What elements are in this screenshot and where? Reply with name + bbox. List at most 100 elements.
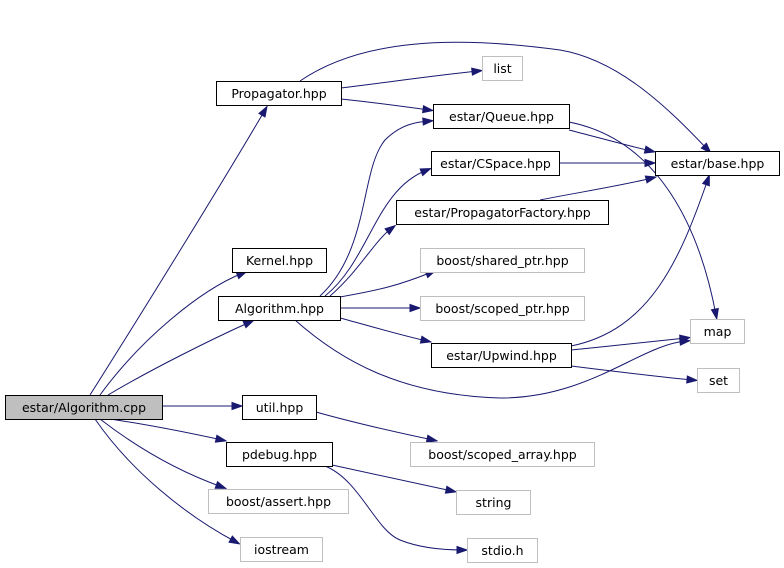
node-box bbox=[410, 442, 595, 467]
node-box bbox=[697, 368, 740, 393]
node-box bbox=[396, 200, 609, 225]
edge-algorithm_cpp-to-pdebug_hpp bbox=[109, 418, 228, 443]
edge-util_hpp-to-scoped_array bbox=[315, 411, 439, 443]
edge-line bbox=[324, 465, 464, 551]
node-label: Propagator.hpp bbox=[231, 86, 326, 101]
node-algorithm-hpp[interactable]: Algorithm.hpp bbox=[218, 296, 341, 321]
edge-line bbox=[329, 227, 393, 297]
edge-line bbox=[340, 70, 479, 89]
node-box bbox=[208, 489, 349, 514]
edge-arrowhead bbox=[679, 334, 692, 343]
edge-arrowhead bbox=[214, 480, 228, 489]
edge-algorithm_cpp-to-iostream bbox=[94, 418, 241, 545]
edge-propfactory_hpp-to-base_hpp bbox=[539, 175, 658, 201]
node-iostream[interactable]: iostream bbox=[240, 537, 323, 562]
edge-algorithm_hpp-to-cspace_hpp bbox=[324, 167, 433, 297]
edge-arrowhead bbox=[214, 434, 228, 443]
edge-algorithm_hpp-to-propfactory_hpp bbox=[329, 224, 397, 297]
node-propfactory-hpp[interactable]: estar/PropagatorFactory.hpp bbox=[396, 200, 609, 225]
node-upwind-hpp[interactable]: estar/Upwind.hpp bbox=[431, 343, 572, 368]
edge-line bbox=[99, 272, 244, 396]
node-string[interactable]: string bbox=[456, 490, 531, 515]
node-pdebug-hpp[interactable]: pdebug.hpp bbox=[226, 442, 333, 467]
edge-arrowhead bbox=[242, 319, 256, 329]
node-cspace-hpp[interactable]: estar/CSpace.hpp bbox=[431, 151, 560, 176]
edge-algorithm_cpp-to-assert_hpp bbox=[99, 418, 228, 489]
node-util-hpp[interactable]: util.hpp bbox=[242, 395, 317, 420]
edge-propagator_hpp-to-base_hpp bbox=[299, 41, 712, 154]
node-label: stdio.h bbox=[481, 543, 523, 558]
node-label: estar/base.hpp bbox=[671, 156, 765, 171]
edge-arrowhead bbox=[456, 545, 469, 555]
node-assert-hpp[interactable]: boost/assert.hpp bbox=[208, 489, 349, 514]
edge-line bbox=[570, 178, 709, 347]
node-label: pdebug.hpp bbox=[242, 447, 317, 462]
edge-arrowhead bbox=[384, 224, 397, 236]
node-box bbox=[420, 248, 585, 273]
edge-line bbox=[570, 365, 694, 381]
edge-arrowhead bbox=[644, 158, 657, 168]
edges-layer bbox=[89, 41, 719, 555]
node-label: estar/CSpace.hpp bbox=[440, 156, 551, 171]
edge-arrowhead bbox=[419, 335, 433, 344]
edge-arrowhead bbox=[444, 485, 458, 494]
edge-line bbox=[99, 418, 223, 488]
edge-arrowhead bbox=[422, 117, 435, 126]
node-box bbox=[456, 490, 531, 515]
node-label: iostream bbox=[254, 542, 309, 557]
edge-arrowhead bbox=[710, 307, 719, 321]
nodes-layer: estar/Algorithm.cpp Propagator.hpp list est… bbox=[5, 56, 780, 563]
node-box bbox=[216, 81, 342, 106]
node-label: boost/scoped_array.hpp bbox=[428, 447, 577, 462]
edge-cspace_hpp-to-base_hpp bbox=[559, 158, 657, 168]
node-queue-hpp[interactable]: estar/Queue.hpp bbox=[433, 104, 570, 129]
edge-line bbox=[107, 321, 251, 396]
edge-line bbox=[340, 98, 430, 111]
node-label: estar/PropagatorFactory.hpp bbox=[414, 205, 591, 220]
node-base-hpp[interactable]: estar/base.hpp bbox=[655, 151, 780, 176]
edge-propagator_hpp-to-list bbox=[340, 67, 484, 89]
edge-line bbox=[331, 464, 453, 492]
edge-arrowhead bbox=[686, 375, 699, 384]
edge-line bbox=[339, 317, 428, 342]
node-label: estar/Queue.hpp bbox=[449, 109, 554, 124]
node-box bbox=[655, 151, 780, 176]
edge-arrowhead bbox=[231, 401, 244, 411]
node-scoped-array[interactable]: boost/scoped_array.hpp bbox=[410, 442, 595, 467]
node-kernel-hpp[interactable]: Kernel.hpp bbox=[232, 248, 327, 273]
node-set[interactable]: set bbox=[697, 368, 740, 393]
node-propagator-hpp[interactable]: Propagator.hpp bbox=[216, 81, 342, 106]
node-scoped-ptr[interactable]: boost/scoped_ptr.hpp bbox=[420, 296, 585, 321]
edge-algorithm_hpp-to-upwind_hpp bbox=[339, 317, 433, 344]
node-box bbox=[226, 442, 333, 467]
edge-upwind_hpp-to-map bbox=[570, 334, 692, 351]
node-stdio-h[interactable]: stdio.h bbox=[467, 538, 538, 563]
edge-line bbox=[94, 418, 237, 543]
edge-arrowhead bbox=[258, 105, 268, 118]
edge-algorithm_hpp-to-shared_ptr bbox=[339, 269, 438, 298]
edge-pdebug_hpp-to-stdio_h bbox=[324, 465, 469, 555]
node-list[interactable]: list bbox=[482, 56, 523, 81]
node-box bbox=[218, 296, 341, 321]
edge-line bbox=[570, 337, 687, 351]
edge-line bbox=[315, 411, 434, 441]
node-map[interactable]: map bbox=[690, 319, 745, 344]
edge-algorithm_cpp-to-util_hpp bbox=[162, 401, 244, 411]
node-label: set bbox=[709, 373, 728, 388]
edge-arrowhead bbox=[471, 67, 484, 76]
edge-arrowhead bbox=[421, 104, 435, 114]
node-algorithm-cpp[interactable]: estar/Algorithm.cpp bbox=[5, 395, 163, 420]
node-box bbox=[467, 538, 538, 563]
edge-pdebug_hpp-to-string bbox=[331, 464, 458, 494]
edge-line bbox=[294, 319, 687, 399]
node-shared-ptr[interactable]: boost/shared_ptr.hpp bbox=[420, 248, 585, 273]
edge-queue_hpp-to-base_hpp bbox=[568, 129, 657, 154]
node-box bbox=[420, 296, 585, 321]
node-label: Kernel.hpp bbox=[246, 253, 313, 268]
node-box bbox=[431, 343, 572, 368]
edge-line bbox=[89, 109, 266, 396]
node-label: estar/Upwind.hpp bbox=[446, 348, 557, 363]
node-label: boost/scoped_ptr.hpp bbox=[435, 301, 569, 316]
node-label: string bbox=[476, 495, 512, 510]
